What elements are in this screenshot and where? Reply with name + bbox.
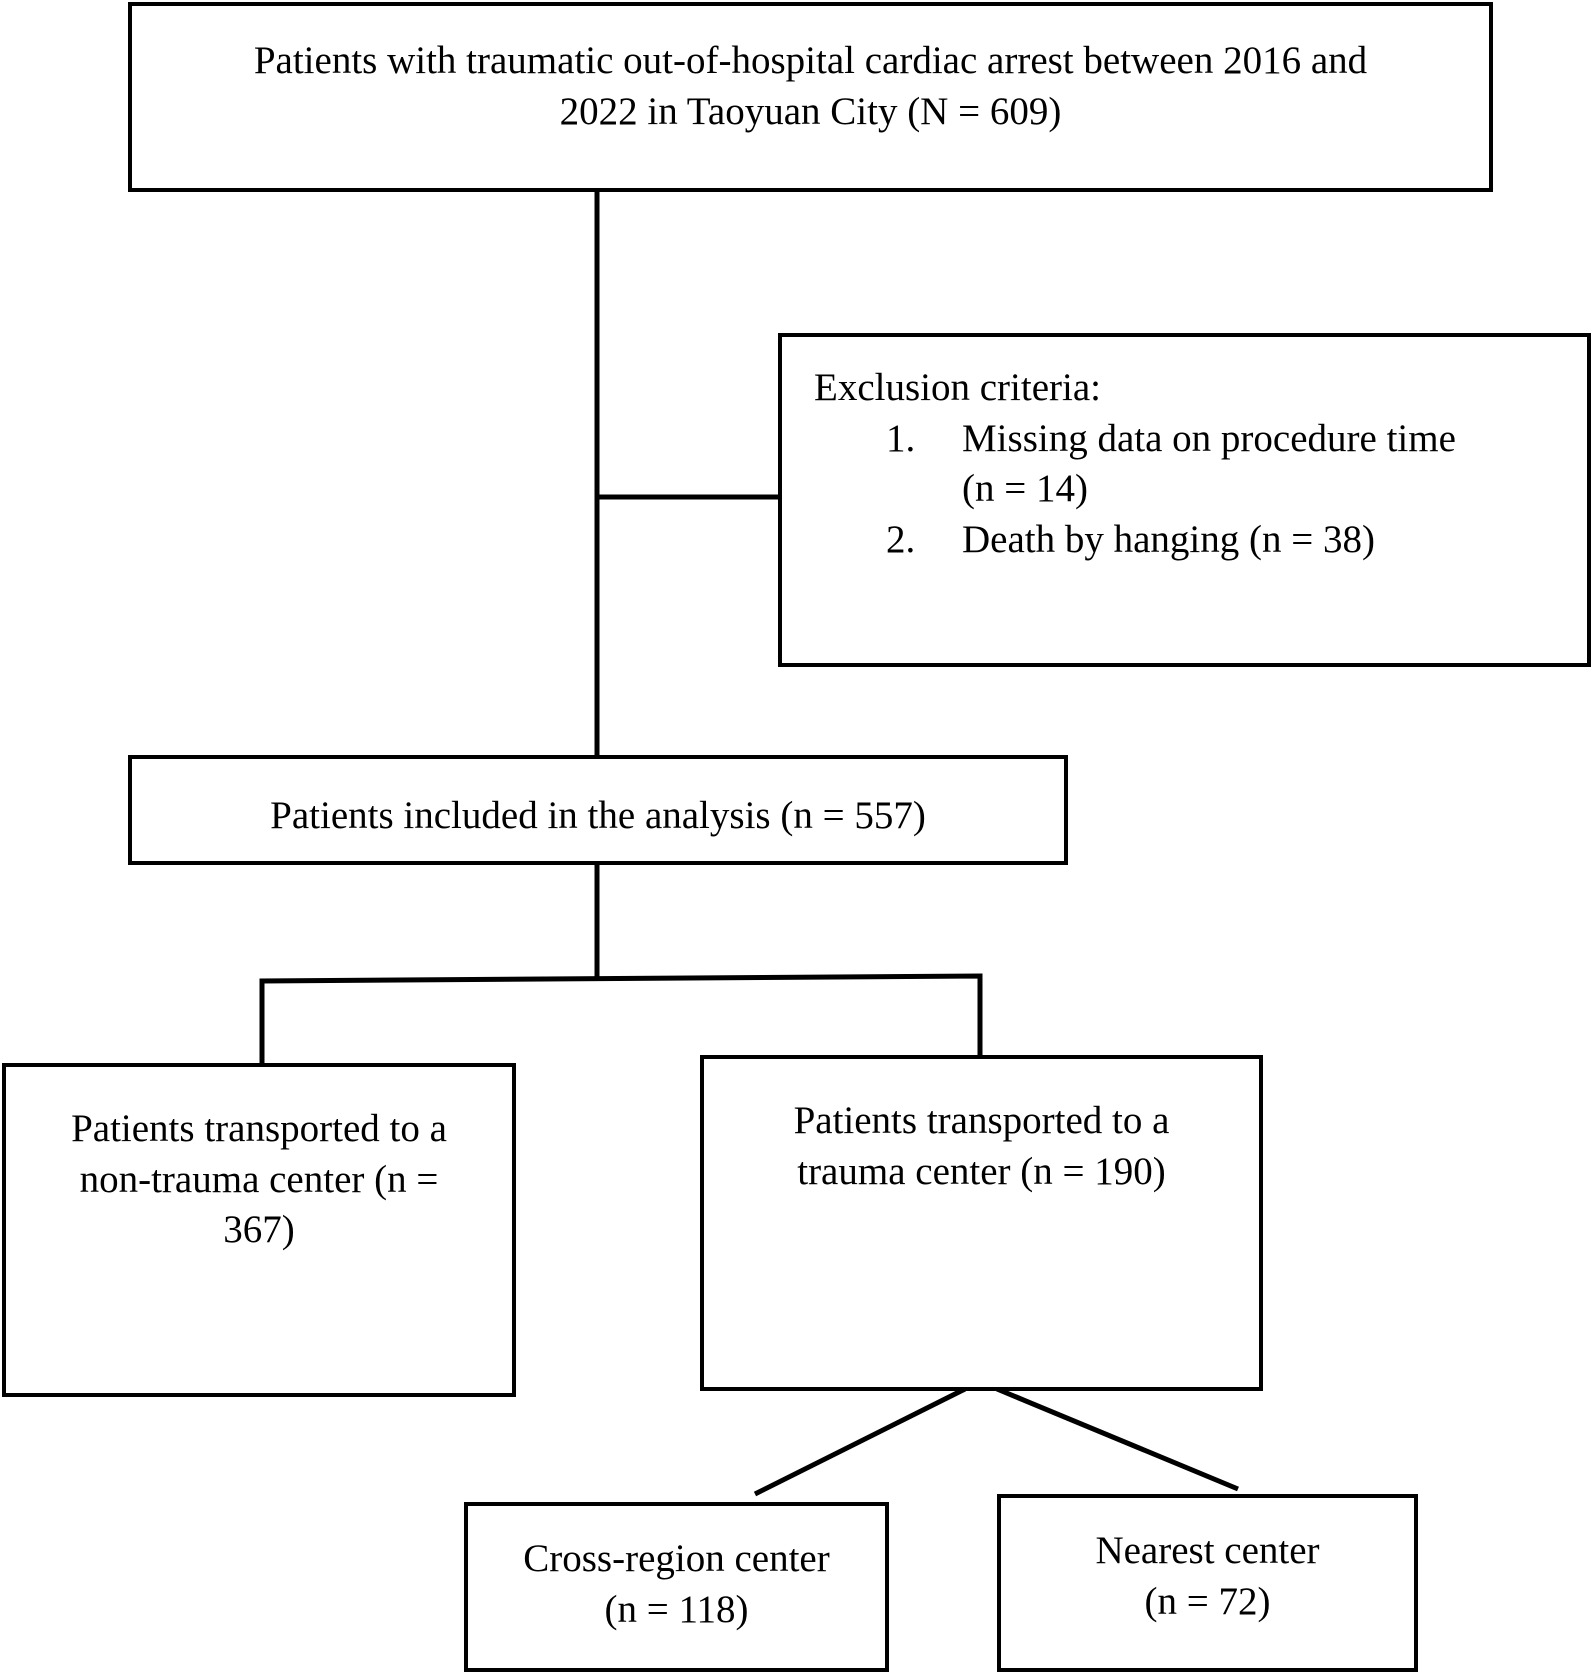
exclusion-item-text: Missing data on procedure time — [962, 416, 1456, 460]
exclusion-item: 1. Missing data on procedure time — [814, 414, 1587, 465]
box-trauma-center: Patients transported to a trauma center … — [700, 1055, 1263, 1391]
box-cross-region-line-1: Cross-region center — [523, 1537, 830, 1580]
box-non-trauma-line-3: 367) — [223, 1208, 295, 1252]
box-non-trauma-line-2: non-trauma center (n = — [79, 1157, 439, 1201]
box-included-line-1: Patients included in the analysis (n = 5… — [270, 794, 926, 837]
box-cross-region-center: Cross-region center (n = 118) — [464, 1502, 889, 1672]
box-trauma-line-1: Patients transported to a — [793, 1099, 1170, 1142]
box-non-trauma-line-1: Patients transported to a — [71, 1107, 447, 1150]
exclusion-item-text: Death by hanging (n = 38) — [962, 518, 1375, 562]
box-nearest-center: Nearest center (n = 72) — [997, 1494, 1418, 1672]
box-all-patients-line-2: 2022 in Taoyuan City (N = 609) — [559, 89, 1062, 133]
exclusion-item-number: 1. — [886, 416, 916, 460]
box-included-patients: Patients included in the analysis (n = 5… — [128, 755, 1068, 865]
connector-split-horizontal — [259, 973, 983, 1063]
box-cross-region-line-2: (n = 118) — [604, 1587, 749, 1631]
connector-trauma-to-nearest — [996, 1386, 1239, 1492]
box-exclusion-criteria: Exclusion criteria: 1. Missing data on pr… — [778, 333, 1591, 667]
exclusion-item-continuation: (n = 14) — [962, 467, 1088, 511]
box-all-patients: Patients with traumatic out-of-hospital … — [128, 2, 1493, 192]
exclusion-title: Exclusion criteria: — [814, 366, 1101, 409]
box-nearest-line-2: (n = 72) — [1144, 1579, 1271, 1623]
box-trauma-line-2: trauma center (n = 190) — [797, 1149, 1166, 1193]
exclusion-item-number: 2. — [886, 518, 916, 562]
box-nearest-line-1: Nearest center — [1095, 1529, 1320, 1572]
box-non-trauma-center: Patients transported to a non-trauma cen… — [2, 1063, 516, 1397]
box-all-patients-line-1: Patients with traumatic out-of-hospital … — [253, 39, 1368, 82]
exclusion-item: 2. Death by hanging (n = 38) — [814, 515, 1587, 566]
connector-trauma-to-cross — [753, 1386, 967, 1497]
